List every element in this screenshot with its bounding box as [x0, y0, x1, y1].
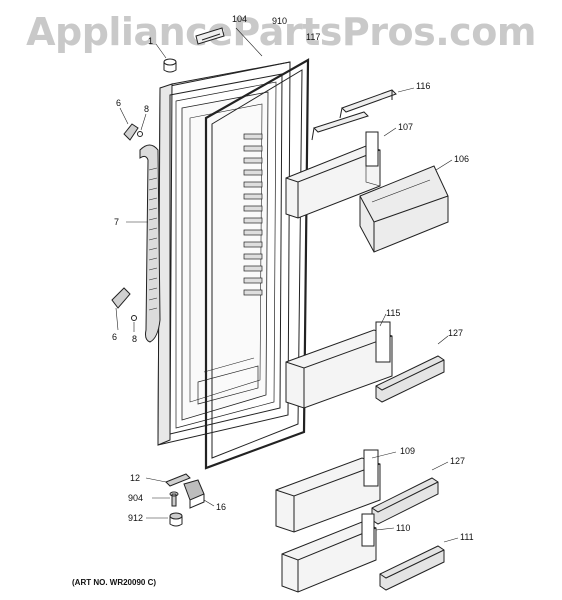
callout-6-lower: 6	[112, 332, 117, 342]
callout-904: 904	[128, 493, 143, 503]
door-bin-107	[285, 131, 381, 219]
callout-910: 910	[272, 16, 287, 26]
door-stop-12	[165, 473, 191, 487]
callout-912: 912	[128, 513, 143, 523]
callout-104: 104	[232, 14, 247, 24]
callout-8-upper: 8	[144, 104, 149, 114]
watermark-logo: AppliancePartsPros.com	[26, 10, 536, 54]
bushing-912	[169, 512, 183, 527]
callout-115: 115	[386, 308, 400, 318]
handle-mount-upper	[123, 123, 143, 141]
callout-127-lower: 127	[450, 456, 465, 466]
callout-7: 7	[114, 217, 119, 227]
dairy-compartment-106	[359, 165, 449, 253]
callout-106: 106	[454, 154, 469, 164]
callout-116: 116	[416, 81, 430, 91]
door-bin-115	[285, 321, 393, 409]
callout-111: 111	[460, 532, 474, 542]
door-gasket	[204, 58, 310, 470]
handle-mount-lower	[111, 287, 137, 321]
screw-904	[169, 491, 179, 507]
callout-8-lower: 8	[132, 334, 137, 344]
art-number: (ART NO. WR20090 C)	[72, 578, 157, 587]
door-top-cap	[195, 27, 225, 45]
door-handle	[139, 144, 161, 343]
callout-110: 110	[396, 523, 410, 533]
callout-107: 107	[398, 122, 413, 132]
bin-cap-111	[379, 545, 445, 591]
shelf-rail-116	[339, 89, 397, 119]
shelf-rail-107	[311, 111, 369, 141]
callout-6-upper: 6	[116, 98, 121, 108]
callout-117: 117	[306, 32, 320, 42]
closure-cam-16	[183, 479, 205, 509]
bin-cap-127-lower	[371, 477, 439, 525]
callout-127-upper: 127	[448, 328, 463, 338]
callout-1: 1	[148, 36, 153, 46]
door-liner	[181, 91, 269, 421]
hinge-cap-screw	[163, 58, 177, 73]
door-bin-110	[281, 513, 377, 593]
callout-109: 109	[400, 446, 415, 456]
bin-cap-127-upper	[375, 355, 445, 403]
callout-12: 12	[130, 473, 140, 483]
door-bin-109	[275, 449, 381, 533]
callout-16: 16	[216, 502, 226, 512]
